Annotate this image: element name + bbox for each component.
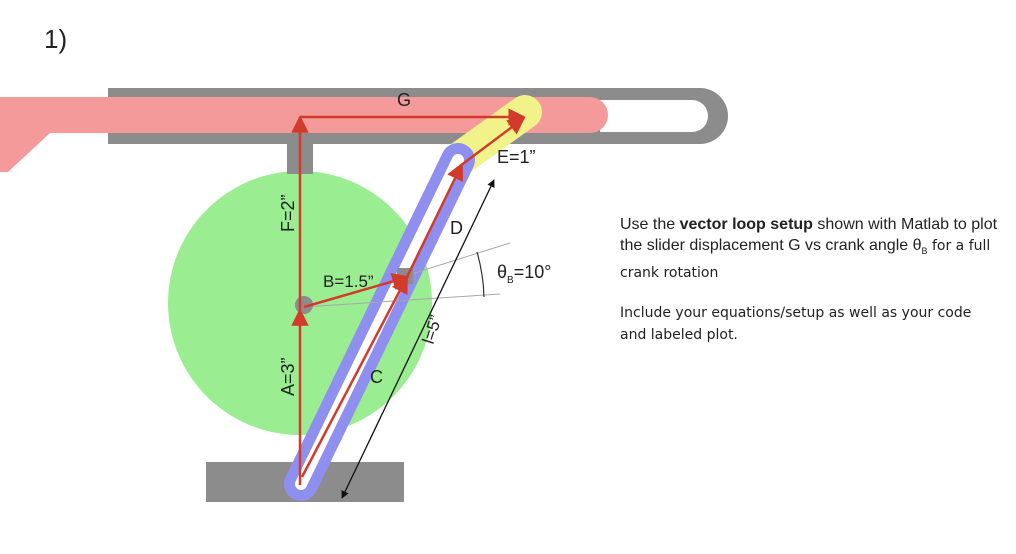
label-a: A=3” <box>278 357 298 396</box>
vector-e <box>459 116 526 167</box>
problem-number: 1) <box>44 24 68 54</box>
instructions-note: Include your equations/setup as well as … <box>620 305 972 344</box>
theta-angle-arc <box>476 251 485 298</box>
label-c: C <box>370 367 383 387</box>
instr-text-end: for a full crank rotation <box>620 238 991 282</box>
instr-text-bold: vector loop setup <box>679 216 813 233</box>
label-b: B=1.5” <box>323 272 374 291</box>
label-theta: θB=10° <box>497 262 551 286</box>
label-f: F=2” <box>278 194 298 232</box>
label-g: G <box>397 90 411 110</box>
instructions-main-text: Use the vector loop setup shown with Mat… <box>620 214 1000 284</box>
label-e: E=1” <box>497 147 536 167</box>
instr-theta-symbol: θB <box>912 237 928 257</box>
dimension-l-line <box>341 179 495 499</box>
instr-text-pre: Use the <box>620 216 680 233</box>
instructions-panel: Use the vector loop setup shown with Mat… <box>620 214 1000 346</box>
instr-text-post: shown with Matlab to plot the slider dis… <box>620 216 998 254</box>
label-d: D <box>450 218 463 238</box>
